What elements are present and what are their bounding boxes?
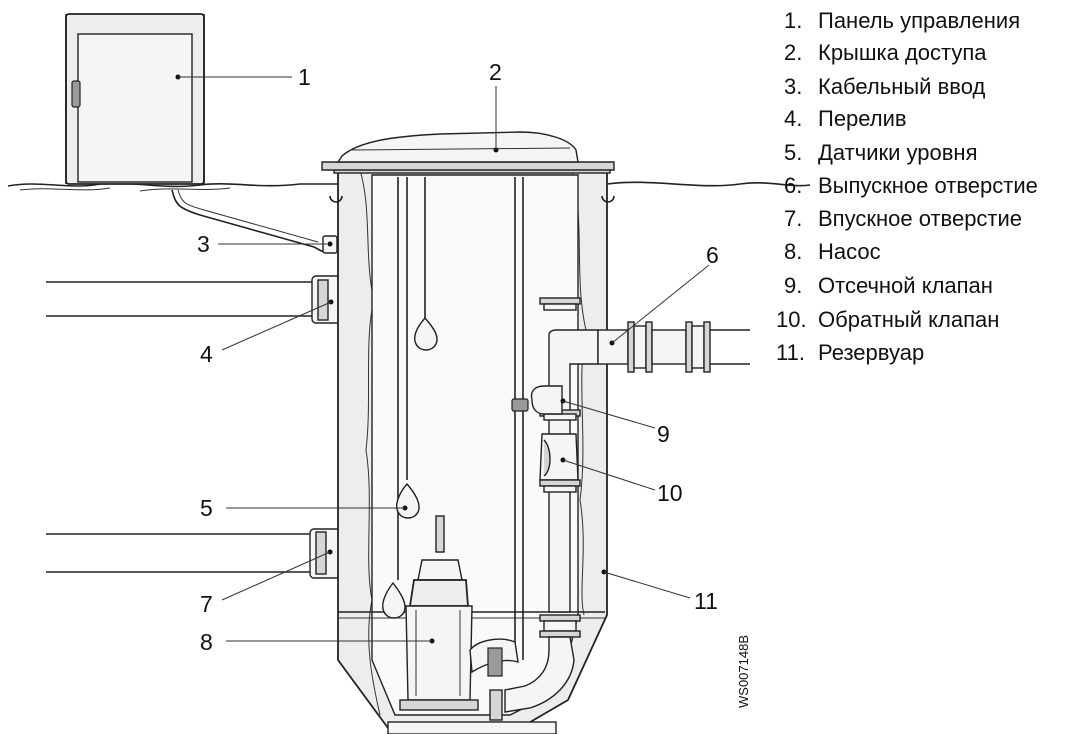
guide-rails: [514, 177, 524, 660]
callout-3: 3: [197, 231, 210, 257]
legend-num: 5.: [784, 140, 802, 165]
cable: [171, 189, 326, 253]
legend-label: Впускное отверстие: [818, 206, 1022, 231]
legend-num: 3.: [784, 74, 802, 99]
level-sensors: [382, 177, 438, 619]
figure-code: WS007148B: [736, 635, 751, 708]
legend-label: Насос: [818, 239, 881, 264]
legend-num: 4.: [784, 106, 802, 131]
legend-num: 9.: [784, 273, 802, 298]
legend-num: 6.: [784, 173, 802, 198]
legend: 1. Панель управления 2. Крышка доступа 3…: [776, 8, 1038, 365]
control-panel: [65, 13, 205, 185]
callout-5: 5: [200, 495, 213, 521]
legend-label: Отсечной клапан: [818, 273, 993, 298]
callout-10: 10: [657, 480, 683, 506]
legend-label: Обратный клапан: [818, 307, 999, 332]
legend-num: 11.: [776, 340, 805, 365]
callout-8: 8: [200, 629, 213, 655]
legend-num: 8.: [784, 239, 802, 264]
callout-7: 7: [200, 591, 213, 617]
callout-9: 9: [657, 421, 670, 447]
overflow-pipe: [46, 275, 341, 324]
access-cover: [321, 131, 615, 171]
legend-num: 7.: [784, 206, 802, 231]
legend-label: Панель управления: [818, 8, 1020, 33]
callout-2: 2: [489, 59, 502, 85]
legend-label: Крышка доступа: [818, 40, 987, 65]
legend-label: Датчики уровня: [818, 140, 977, 165]
callout-6: 6: [706, 242, 719, 268]
callout-1: 1: [298, 64, 311, 90]
callout-11: 11: [694, 588, 718, 614]
legend-num: 10.: [776, 307, 807, 332]
inlet-pipe: [46, 528, 341, 579]
ground-line: [7, 181, 811, 192]
callout-numbers: 1 2 3 4 5 6 7 8 9 10 11: [197, 59, 719, 655]
legend-num: 2.: [784, 40, 802, 65]
legend-label: Перелив: [818, 106, 907, 131]
legend-label: Выпускное отверстие: [818, 173, 1038, 198]
leader-lines: [178, 76, 710, 642]
legend-num: 1.: [784, 8, 802, 33]
discharge-pipe: [504, 297, 750, 713]
callout-4: 4: [200, 341, 213, 367]
legend-label: Резервуар: [818, 340, 924, 365]
legend-label: Кабельный ввод: [818, 74, 985, 99]
